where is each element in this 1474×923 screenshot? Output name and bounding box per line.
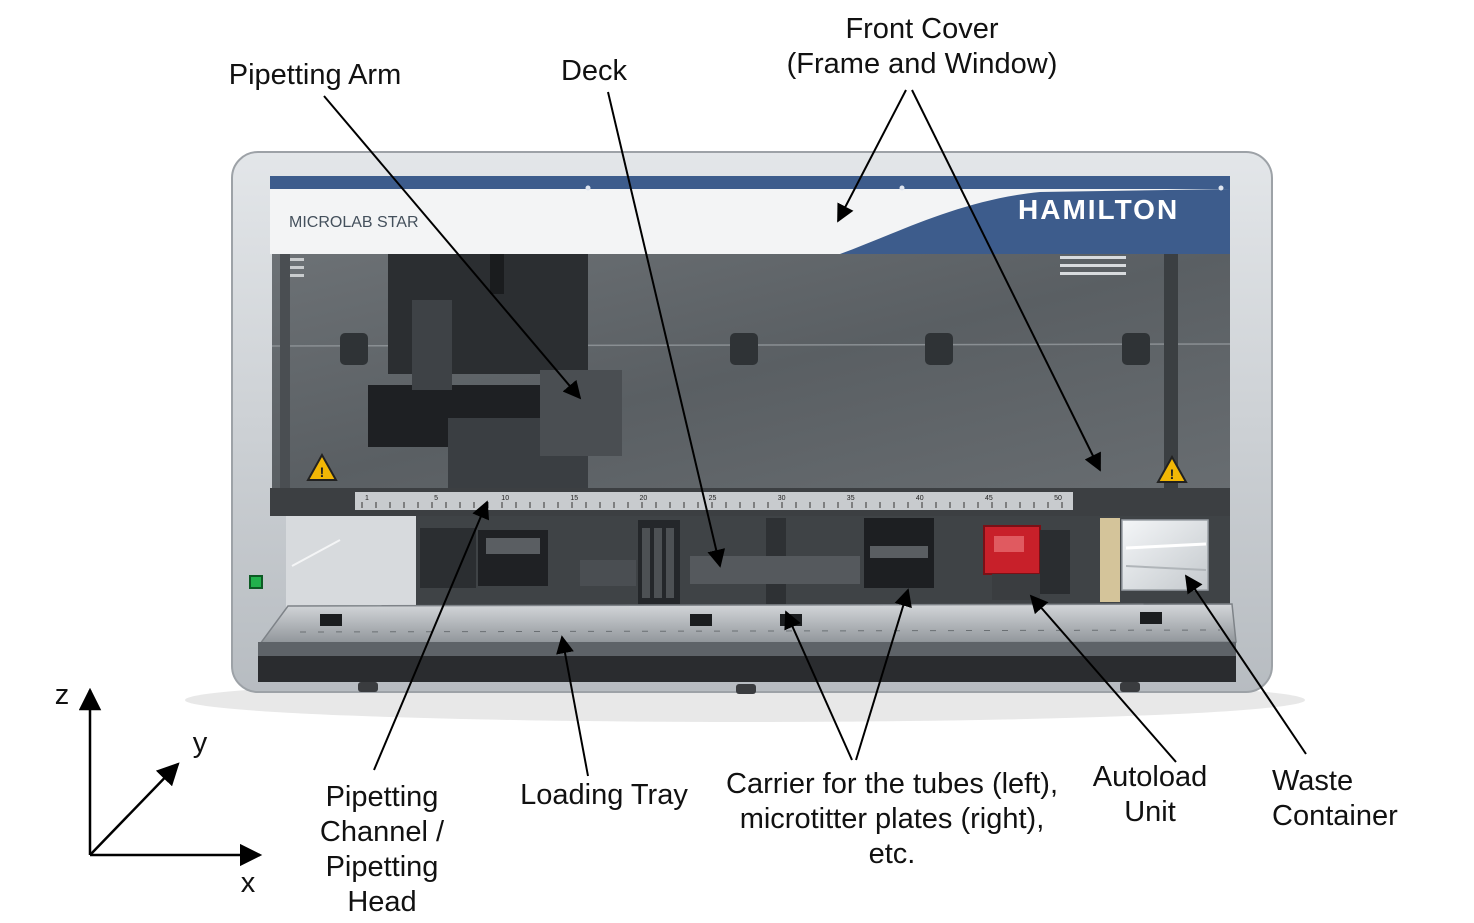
pipetting-channel-label-line-4: Head <box>347 886 417 918</box>
ruler-tick-label: 1 <box>365 495 369 502</box>
pipetting-channel-arrow <box>373 500 489 771</box>
ruler-tick-label: 40 <box>916 495 924 502</box>
autoload-label: Autoload Unit <box>1080 760 1220 830</box>
ruler-tick-label: 5 <box>434 495 438 502</box>
front-cover-arrow-2 <box>911 89 1101 472</box>
autoload-label-line-1: Autoload <box>1092 761 1208 793</box>
ruler-tick-label: 30 <box>778 495 786 502</box>
front-cover-label-line-2: (Frame and Window) <box>786 48 1058 80</box>
ruler-tick-label: 45 <box>985 495 993 502</box>
coordinate-axes <box>78 687 263 867</box>
front-cover-label-line-1: Front Cover <box>845 13 999 45</box>
pipetting-channel-label-line-2: Channel / <box>319 816 445 848</box>
svg-text:!: ! <box>1170 466 1175 482</box>
x-axis-label: x <box>240 867 256 899</box>
y-axis-label: y <box>192 727 208 759</box>
waste-label: Waste Container <box>1272 764 1422 834</box>
waste-arrow <box>1184 574 1307 755</box>
status-led <box>249 575 263 589</box>
warning-triangle-right: ! <box>1156 454 1188 483</box>
autoload-label-line-2: Unit <box>1124 796 1176 828</box>
deck-area <box>286 516 1230 608</box>
carrier-arrow-right <box>855 588 912 761</box>
ruler-tick-label: 35 <box>847 495 855 502</box>
carrier-label: Carrier for the tubes (left), microtitte… <box>704 767 1080 872</box>
y-axis-arrow <box>89 762 180 856</box>
ruler-tick-label: 15 <box>570 495 578 502</box>
ruler-tick-label: 10 <box>501 495 509 502</box>
autoload-arrow <box>1029 594 1177 763</box>
carrier-label-line-3: etc. <box>868 838 916 870</box>
warning-triangle-left: ! <box>306 452 338 481</box>
front-cover-arrow-1 <box>837 89 907 223</box>
front-cover-header <box>270 176 1230 254</box>
pipetting-channel-label-line-3: Pipetting <box>325 851 439 883</box>
carrier-arrow-left <box>784 610 853 761</box>
svg-text:!: ! <box>320 464 325 480</box>
brand-logo: HAMILTON <box>1018 194 1179 225</box>
loading-tray-label: Loading Tray <box>520 779 688 811</box>
autoload-unit-body <box>983 525 1070 600</box>
deck-label: Deck <box>560 55 628 87</box>
deck-arrow <box>607 91 726 568</box>
waste-container-body <box>1100 518 1209 602</box>
carrier-label-line-1: Carrier for the tubes (left), <box>726 768 1058 800</box>
front-cover-label: Front Cover (Frame and Window) <box>760 12 1084 82</box>
waste-label-line-1: Waste <box>1272 765 1354 797</box>
carrier-label-line-2: microtitter plates (right), <box>739 803 1045 835</box>
right-post <box>1164 254 1178 488</box>
ruler-tick-label: 25 <box>709 495 717 502</box>
waste-label-line-2: Container <box>1272 800 1398 832</box>
loading-tray-arrow <box>556 635 589 777</box>
ruler-tick-label: 50 <box>1054 495 1062 502</box>
pipetting-arm-label: Pipetting Arm <box>228 59 402 91</box>
left-post <box>280 254 290 488</box>
model-label: MICROLAB STAR <box>289 214 419 231</box>
pipetting-channel-label: Pipetting Channel / Pipetting Head <box>300 780 464 920</box>
pipetting-channel-label-line-1: Pipetting <box>325 781 439 813</box>
instrument-feet <box>358 682 1140 694</box>
z-axis-label: z <box>54 679 70 711</box>
ruler-tick-label: 20 <box>640 495 648 502</box>
pipetting-arm-arrow <box>323 95 582 400</box>
